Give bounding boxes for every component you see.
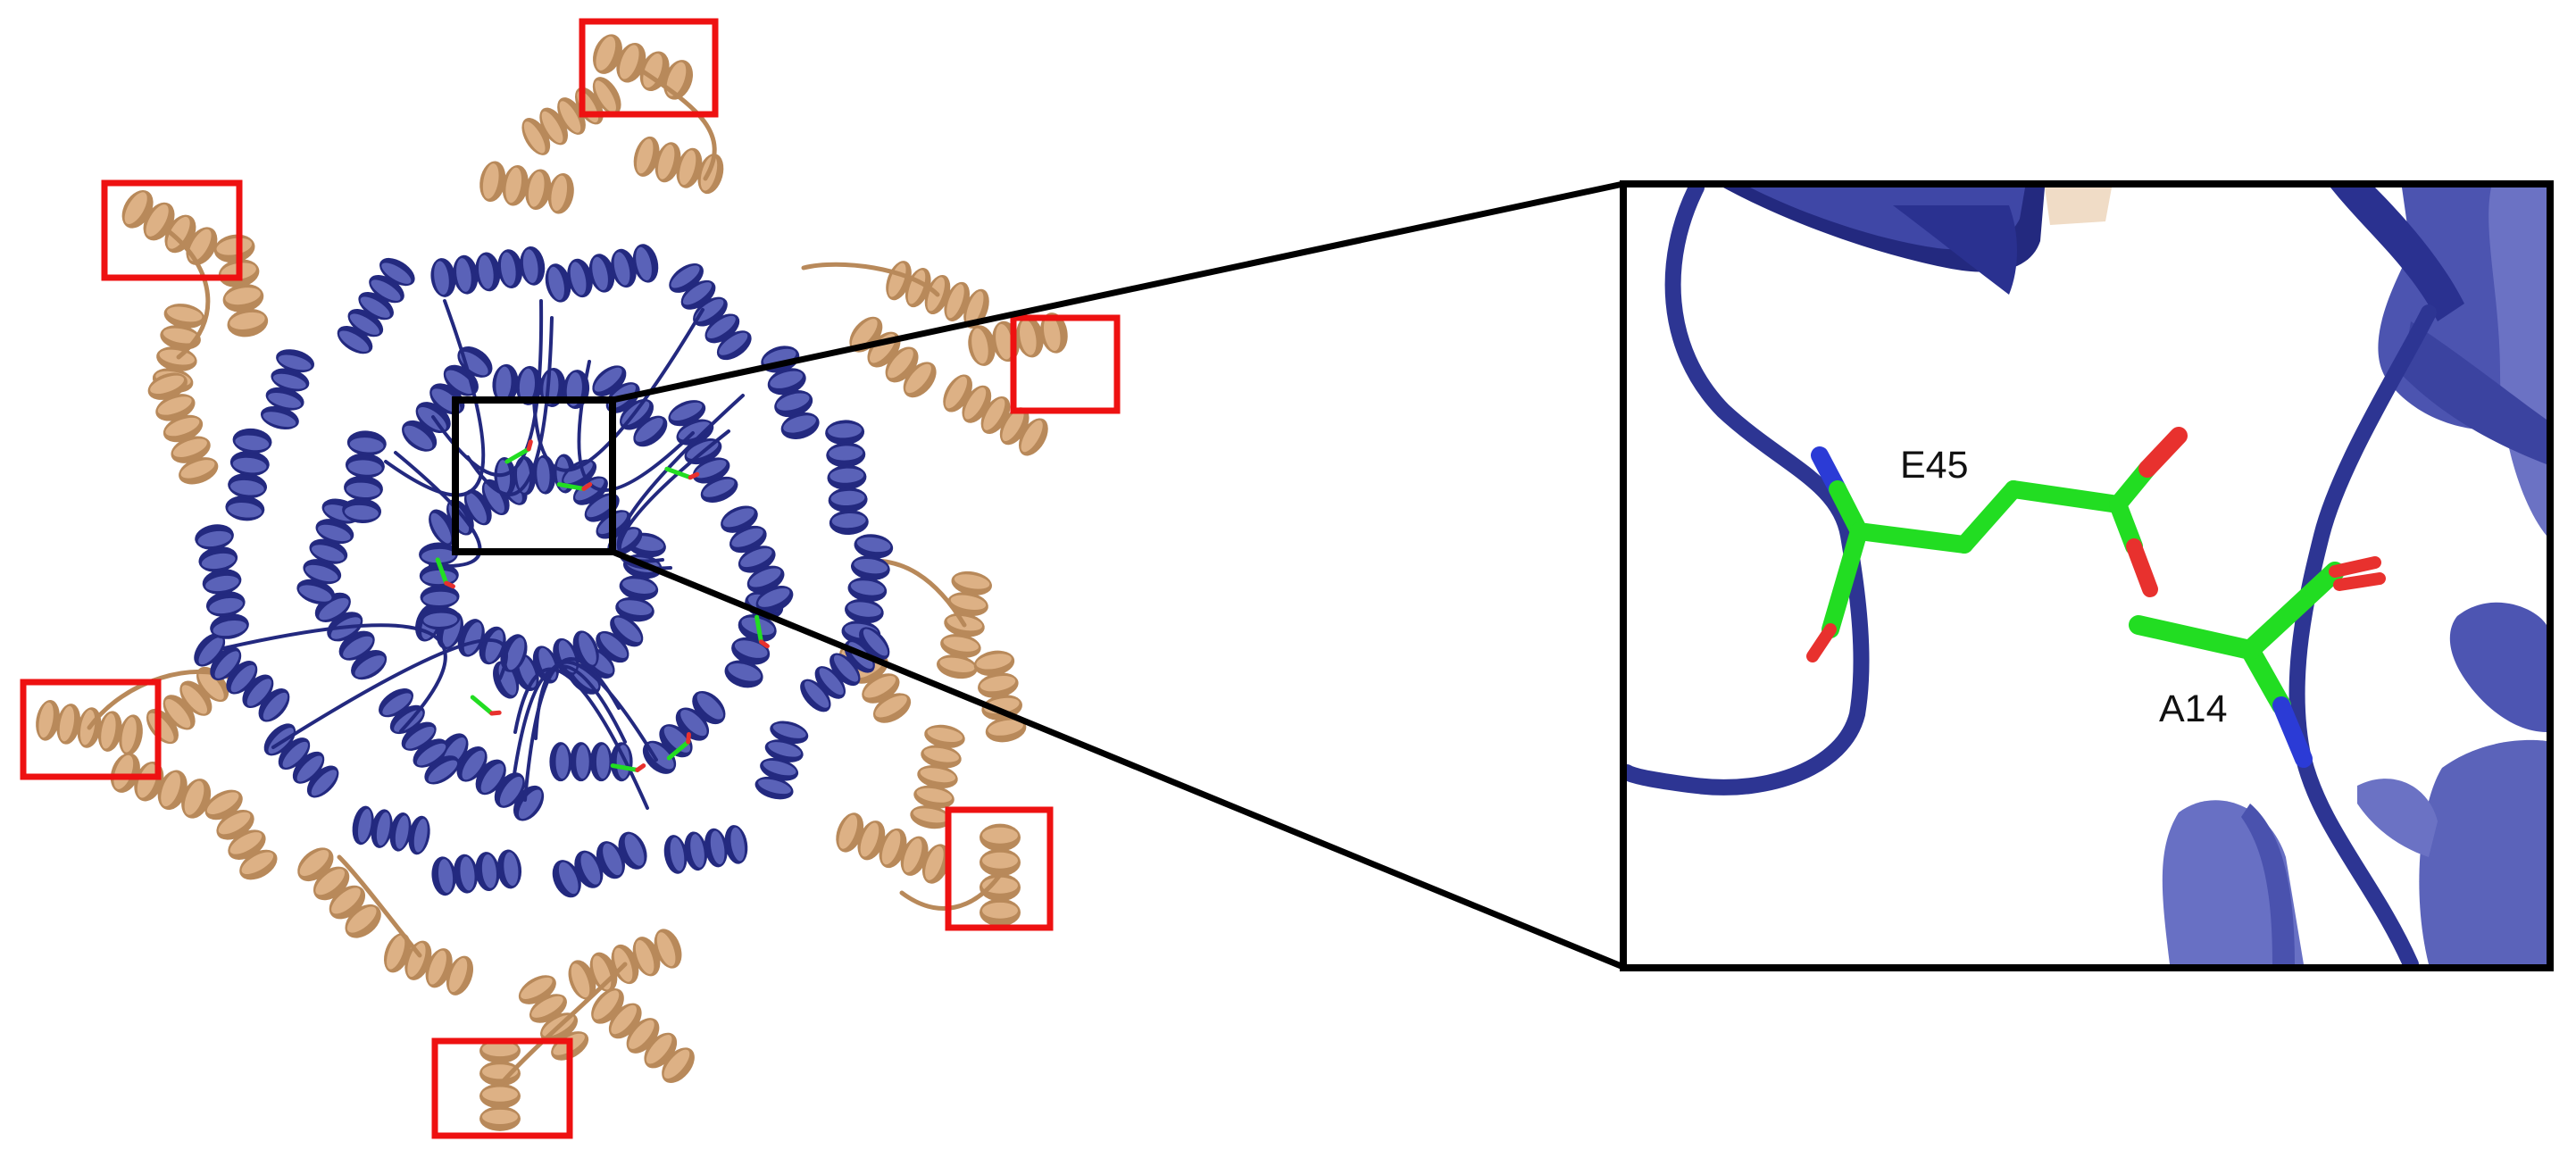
- connector-top: [612, 180, 1624, 404]
- core-loop-3: [222, 623, 447, 733]
- residue-e45-sticks: [1806, 427, 2188, 662]
- peripheral-helix-24: [383, 933, 474, 996]
- peripheral-helix-9: [968, 312, 1068, 366]
- helix-ribbon-right: [2330, 187, 2547, 536]
- oligomer-overview: [20, 18, 1121, 1139]
- peripheral-loop-7: [899, 872, 1003, 911]
- interface-stick-6: [610, 763, 646, 772]
- helix-ribbon-top-left: [1723, 187, 2045, 295]
- peripheral-helix-3: [479, 161, 574, 214]
- core-loop-4: [466, 316, 554, 496]
- interface-stick-2: [664, 466, 700, 480]
- core-helix-24: [431, 849, 522, 896]
- label-e45: E45: [1900, 444, 1969, 487]
- core-loop-10: [384, 299, 486, 497]
- core-helix-22: [663, 825, 748, 874]
- peripheral-helix-4: [121, 189, 218, 266]
- core-helix-9: [642, 690, 726, 774]
- core-helix-20: [721, 505, 794, 613]
- peripheral-loop-0: [640, 69, 717, 181]
- core-loop-6: [271, 637, 509, 749]
- label-a14: A14: [2159, 687, 2228, 730]
- highlight-box-lower-right: [945, 806, 1054, 931]
- peripheral-helix-15: [204, 789, 278, 880]
- core-helix-11: [438, 733, 545, 821]
- core-helix-30: [260, 349, 315, 430]
- connector-bottom: [611, 548, 1625, 971]
- core-helix-29: [225, 428, 272, 521]
- residue-a14-sticks: [2129, 556, 2386, 768]
- core-loop-9: [532, 308, 704, 472]
- core-helix-28: [195, 524, 249, 639]
- peripheral-helix-18: [910, 724, 965, 829]
- core-helix-35: [761, 346, 820, 439]
- highlight-box-bottom: [431, 1037, 573, 1139]
- core-helix-14: [296, 498, 361, 604]
- peripheral-helix-16: [937, 571, 992, 679]
- core-helix-23: [552, 831, 647, 898]
- peripheral-helix-26: [836, 812, 950, 884]
- peripheral-helix-17: [973, 650, 1027, 743]
- interface-zoom-panel: E45 A14: [1627, 187, 2547, 964]
- highlight-box-left: [20, 679, 162, 780]
- interface-stick-3: [435, 557, 455, 589]
- peripheral-helix-23: [591, 988, 695, 1083]
- core-helix-15: [342, 430, 387, 523]
- core-loop-8: [513, 667, 649, 810]
- core-helix-4: [419, 542, 461, 630]
- interface-stick-1: [556, 482, 593, 491]
- interface-stick-0: [504, 439, 533, 464]
- peripheral-loop-2: [801, 262, 940, 297]
- core-loop-7: [394, 451, 482, 568]
- zoom-source-box: [452, 396, 616, 555]
- interface-stick-7: [666, 732, 691, 761]
- core-helices: [194, 244, 894, 898]
- core-helix-7: [562, 459, 643, 556]
- zoom-connector-lines: [611, 180, 1625, 971]
- peripheral-helix-11: [943, 374, 1048, 456]
- loop-right: [2288, 304, 2437, 964]
- tan-helix-fragment: [2045, 187, 2112, 225]
- core-helix-6: [494, 454, 576, 496]
- peripheral-helix-10: [849, 316, 937, 398]
- core-helix-25: [352, 805, 430, 855]
- loop-left: [1627, 187, 1870, 796]
- peripheral-helix-20: [479, 1038, 521, 1131]
- peripheral-helices: [36, 34, 1068, 1131]
- highlight-box-upper-left: [101, 179, 243, 281]
- peripheral-helix-7: [147, 372, 219, 485]
- core-helix-21: [754, 721, 809, 800]
- core-helix-32: [430, 246, 546, 297]
- interface-stick-5: [470, 695, 502, 716]
- core-helix-33: [545, 244, 659, 303]
- core-helix-31: [337, 257, 415, 354]
- peripheral-helix-2: [633, 136, 724, 195]
- highlight-box-top: [579, 18, 719, 118]
- peripheral-loop-6: [337, 854, 422, 958]
- highlight-box-right: [1010, 314, 1121, 414]
- peripheral-helix-25: [297, 847, 381, 938]
- peripheral-helix-19: [980, 823, 1021, 927]
- core-helix-18: [592, 365, 668, 447]
- helix-ribbon-bottom: [2162, 602, 2547, 964]
- core-loop-1: [577, 360, 695, 492]
- interface-residue-sticks: [435, 439, 770, 772]
- peripheral-loop-1: [167, 229, 211, 360]
- peripheral-loop-5: [497, 962, 628, 1087]
- core-helix-19: [668, 400, 738, 503]
- core-helix-27: [194, 633, 290, 722]
- core-helix-36: [825, 420, 869, 536]
- interface-stick-4: [754, 614, 770, 649]
- core-helix-34: [669, 263, 752, 361]
- highlight-boxes: [20, 18, 1121, 1139]
- core-loop-13: [534, 660, 658, 762]
- core-loop-0: [431, 299, 544, 478]
- zoom-panel-border: [1620, 180, 2554, 971]
